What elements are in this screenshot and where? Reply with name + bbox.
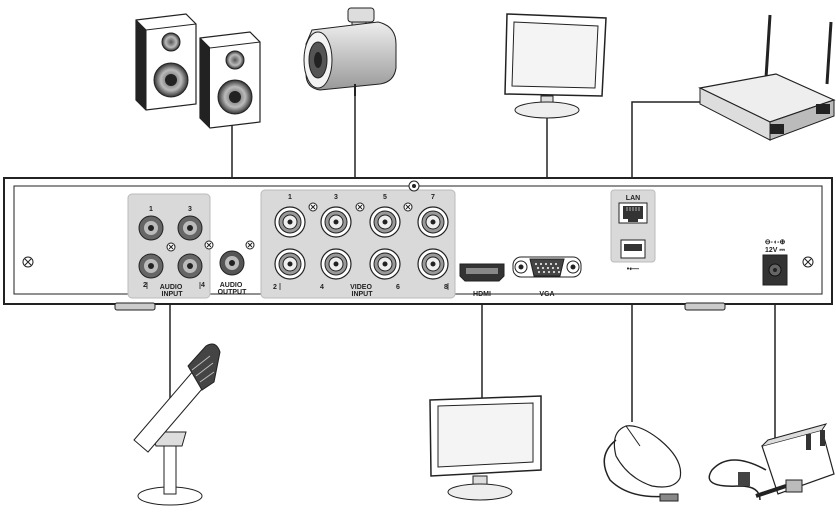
- audio-input-jack-2[interactable]: [138, 253, 164, 279]
- vga-port[interactable]: VGA: [512, 256, 582, 298]
- power-label: 12V ⎓: [765, 247, 785, 254]
- audio-output-port[interactable]: AUDIO OUTPUT: [218, 250, 248, 296]
- lan-usb-group: LAN •⟵: [610, 189, 656, 273]
- panel-screw: [355, 202, 365, 212]
- bnc-video-port[interactable]: [417, 248, 449, 280]
- corner-screw-left: [22, 256, 34, 268]
- video-num-8: 8: [444, 284, 448, 291]
- video-num-4: 4: [320, 284, 324, 291]
- bnc-video-port[interactable]: [320, 248, 352, 280]
- dvr-foot-right: [684, 302, 726, 311]
- panel-screw: [403, 202, 413, 212]
- lan-label: LAN: [626, 195, 640, 202]
- usb-port[interactable]: [620, 239, 646, 259]
- audio-input-jack-3[interactable]: [177, 215, 203, 241]
- speakers-illustration: [135, 13, 261, 129]
- audio-input-label-line1: AUDIO: [160, 284, 183, 291]
- lan-port[interactable]: [618, 202, 648, 224]
- video-num-5: 5: [383, 194, 387, 201]
- corner-screw-right: [802, 256, 814, 268]
- audio-input-jack-4[interactable]: [177, 253, 203, 279]
- video-input-label: VIDEO INPUT: [350, 284, 374, 298]
- audio-input-label: AUDIO INPUT: [160, 284, 185, 298]
- bnc-video-port[interactable]: [417, 206, 449, 238]
- bnc-video-port[interactable]: [320, 206, 352, 238]
- video-num-6: 6: [396, 284, 400, 291]
- video-input-group: 1 3 5 7 2 4 6 8 VIDEO INPUT: [260, 189, 456, 299]
- power-port[interactable]: ⊖-◖-⊕ 12V ⎓: [762, 239, 788, 286]
- audio-input-num-2: 2: [143, 282, 147, 289]
- video-num-3: 3: [334, 194, 338, 201]
- power-adapter-icon: [708, 423, 835, 501]
- video-top-numbers: 1 3 5 7: [288, 194, 435, 201]
- video-num-1: 1: [288, 194, 292, 201]
- speaker-left-icon: [135, 13, 197, 111]
- microphone-icon: [133, 343, 221, 506]
- audio-output-label: AUDIO OUTPUT: [218, 282, 248, 296]
- dvr-rear-panel: 1 3 2 4 AUDIO INPUT AUDIO OUTPUT: [3, 177, 833, 311]
- dvr-foot-left: [114, 302, 156, 311]
- mouse-icon: [603, 425, 682, 502]
- hdmi-port[interactable]: HDMI: [459, 263, 505, 298]
- usb-symbol: •⟵: [627, 266, 640, 273]
- lan-cable: [631, 101, 700, 205]
- vga-monitor-icon: [504, 13, 607, 119]
- bullet-camera-icon: [303, 7, 397, 96]
- router-icon: [698, 14, 836, 141]
- bnc-video-port[interactable]: [274, 248, 306, 280]
- audio-input-num-1: 1: [149, 206, 153, 213]
- power-polarity-icon: ⊖-◖-⊕: [765, 239, 786, 246]
- panel-screw: [308, 202, 318, 212]
- audio-input-label-line2: INPUT: [162, 291, 184, 298]
- audio-input-jack-1[interactable]: [138, 215, 164, 241]
- vga-label: VGA: [539, 291, 554, 298]
- video-num-7: 7: [431, 194, 435, 201]
- bnc-video-port[interactable]: [274, 206, 306, 238]
- dvr-inner-edge: [13, 185, 823, 295]
- hdmi-label: HDMI: [473, 291, 491, 298]
- audio-input-num-3: 3: [188, 206, 192, 213]
- audio-input-group: 1 3 2 4 AUDIO INPUT: [127, 193, 211, 299]
- hdmi-monitor-icon: [429, 395, 542, 501]
- bnc-video-port[interactable]: [369, 248, 401, 280]
- audio-input-num-4: 4: [201, 282, 205, 289]
- speaker-right-icon: [199, 31, 261, 129]
- video-bottom-numbers: 2 4 6 8: [273, 284, 448, 291]
- bnc-video-port[interactable]: [369, 206, 401, 238]
- video-num-2: 2: [273, 284, 277, 291]
